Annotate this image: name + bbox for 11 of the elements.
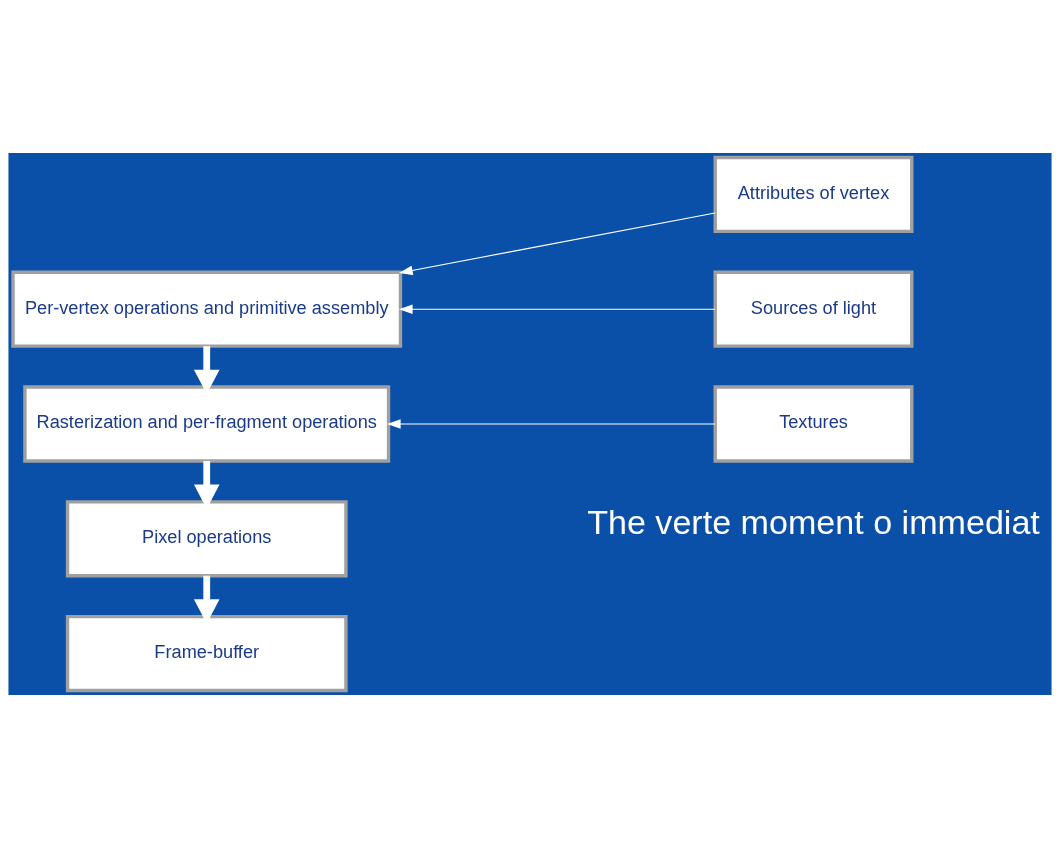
node-box: Frame-buffer xyxy=(65,614,348,693)
node-box: Textures xyxy=(713,385,914,463)
node-box: Rasterization and per-fragment operations xyxy=(23,385,391,463)
arrow xyxy=(398,212,716,276)
arrow xyxy=(398,304,716,314)
node-box: Sources of light xyxy=(713,270,914,348)
node-box: Pixel operations xyxy=(65,500,348,578)
label: The verte moment o immediat xyxy=(587,502,1040,541)
node-box: Attributes of vertex xyxy=(713,155,914,234)
node-box: Per-vertex operations and primitive assembly xyxy=(11,270,403,348)
arrow xyxy=(386,419,716,429)
